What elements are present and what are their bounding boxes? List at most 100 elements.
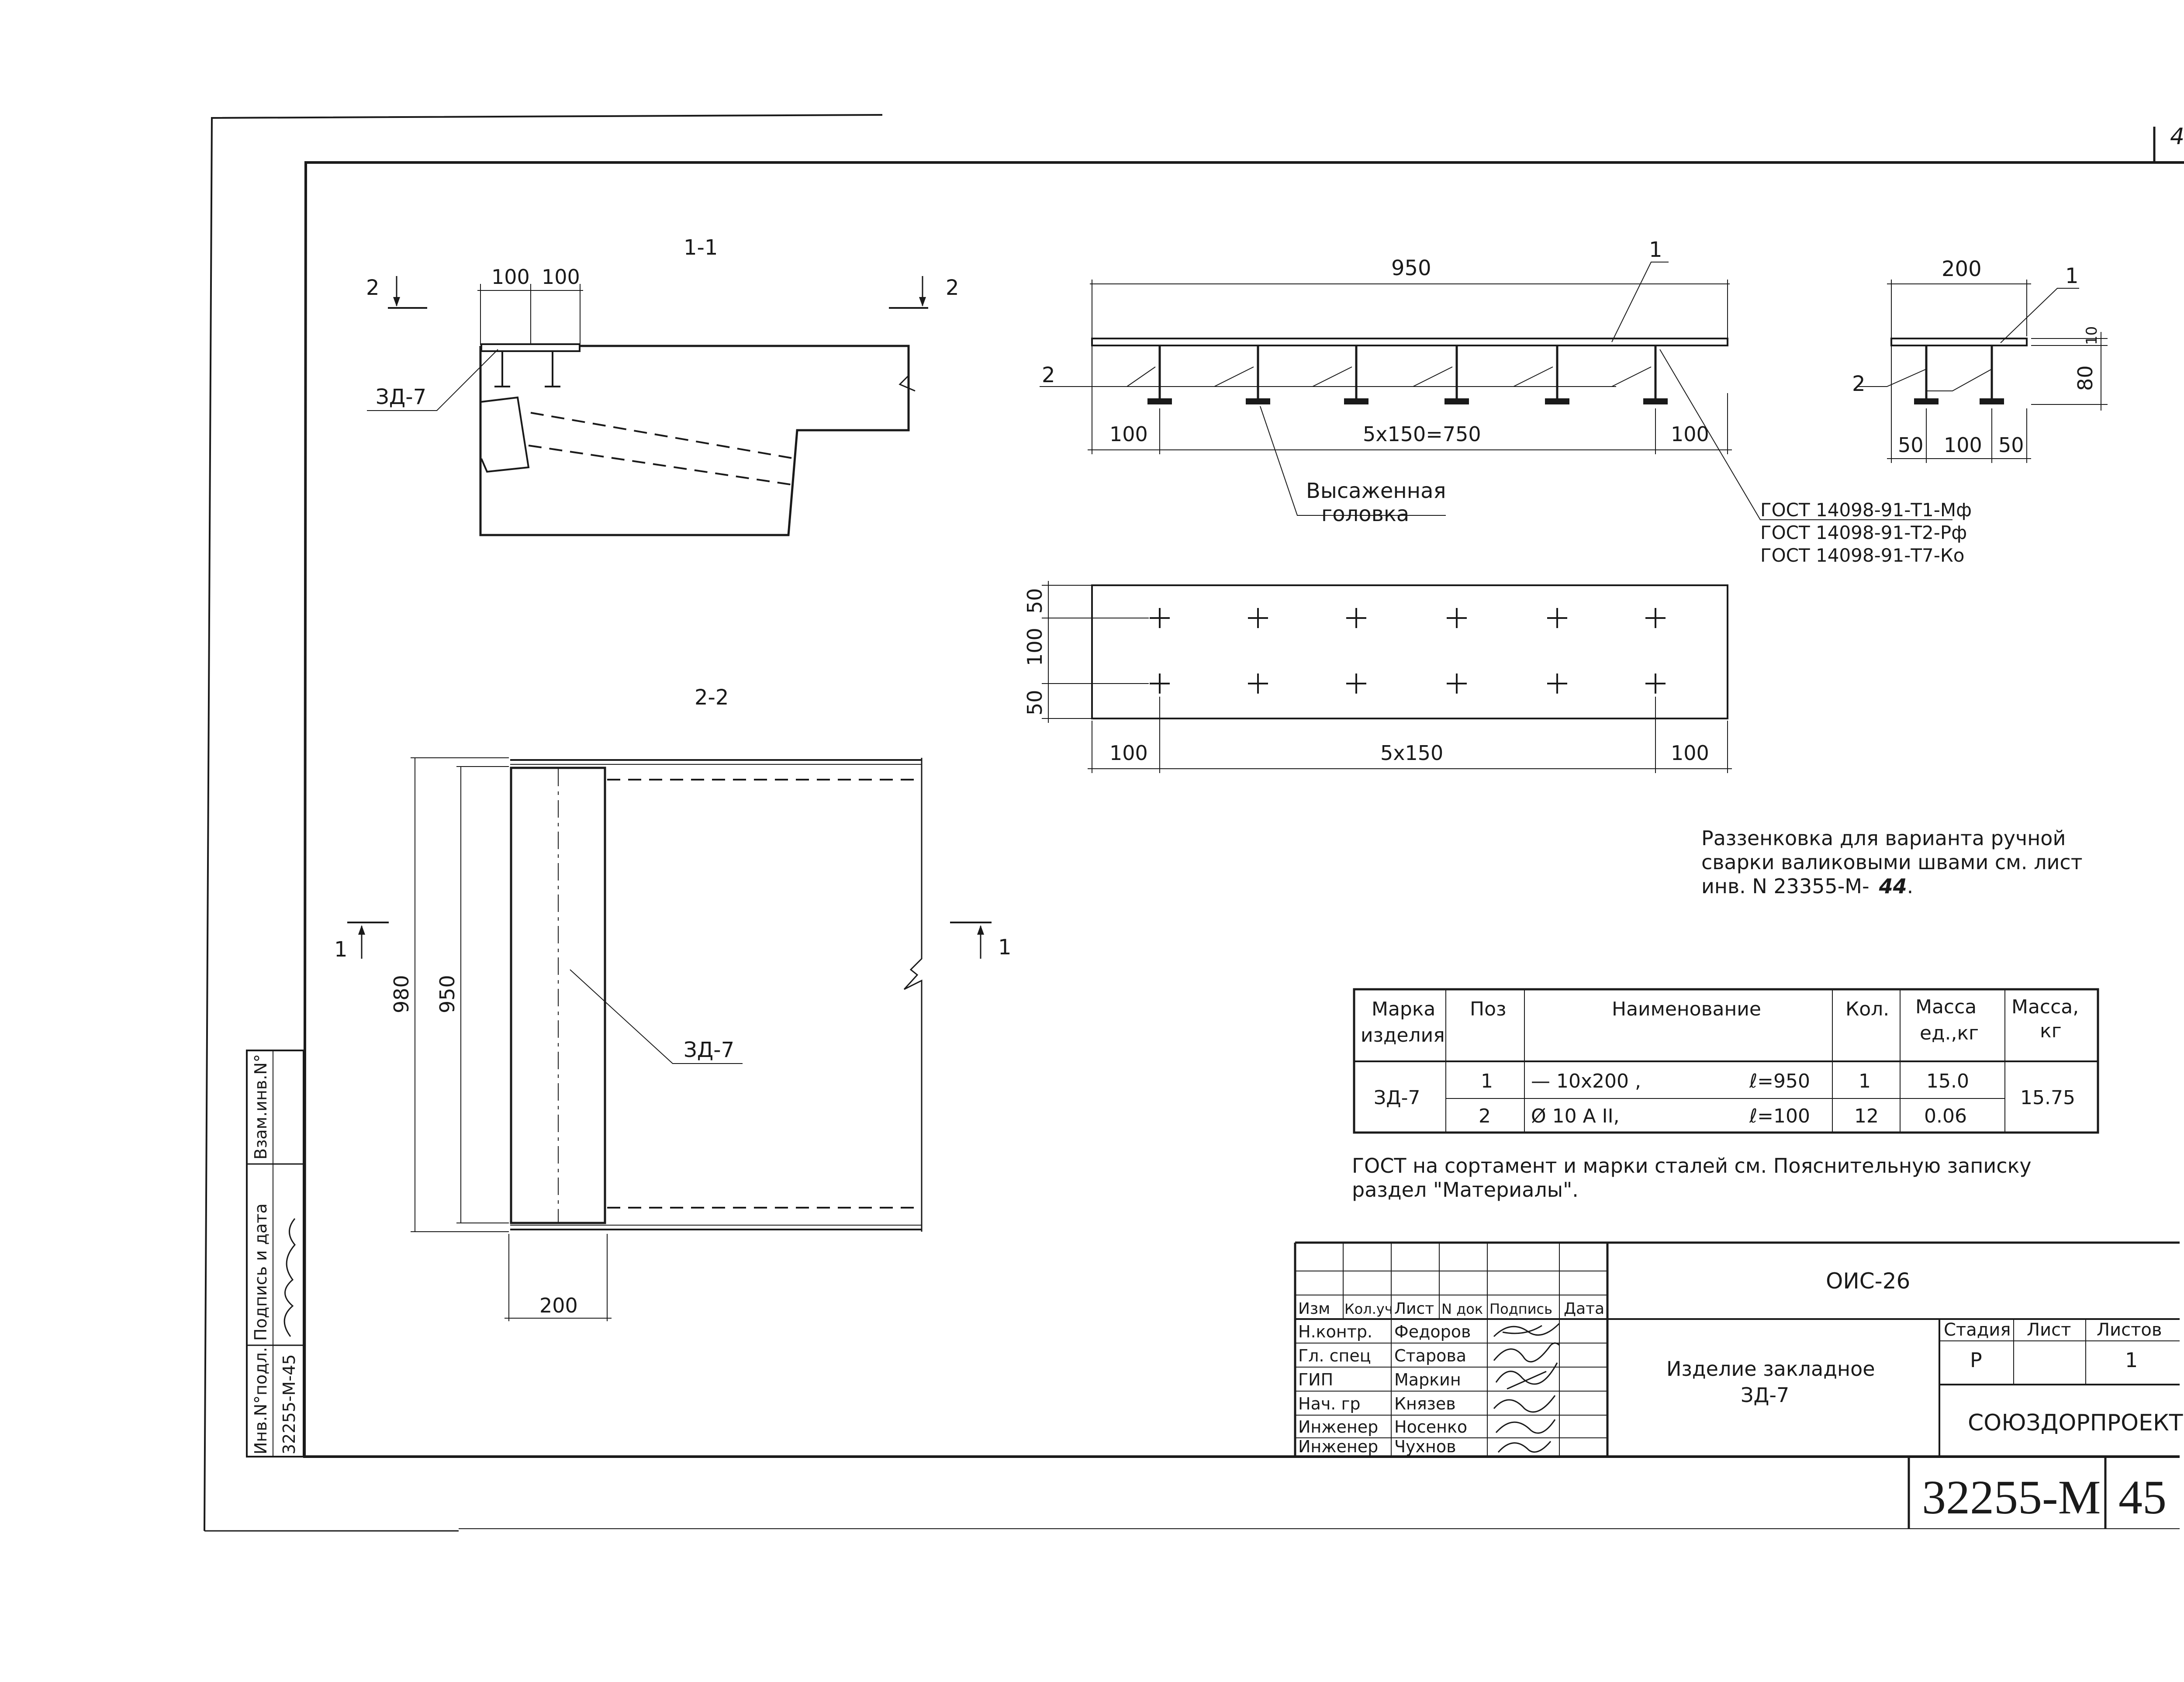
- gost-line-2: ГОСТ 14098-91-Т2-Рф: [1760, 522, 1967, 543]
- dim-100-a: 100: [491, 265, 530, 289]
- th-mass-2: кг: [2040, 1020, 2062, 1042]
- dim-200-side: 200: [1942, 257, 1982, 281]
- th-pos: Поз: [1470, 998, 1506, 1020]
- upset-head: [1444, 398, 1469, 404]
- stamp-inv-original-value: 32255-М-45: [280, 1354, 299, 1454]
- dim-50-plan-bottom: 50: [1023, 690, 1047, 715]
- cell-total-mass: 15.75: [2020, 1087, 2075, 1109]
- stamp-inv-original: Инв.N°подл.: [251, 1347, 270, 1454]
- plate-side: [1890, 338, 2028, 346]
- cell-pos: 1: [1481, 1070, 1493, 1092]
- list-item: Инженер Носенко: [1298, 1417, 1467, 1437]
- table-row: 2 Ø 10 А II, ℓ=100 12 0.06: [1479, 1105, 1967, 1127]
- person-role: ГИП: [1298, 1370, 1333, 1389]
- stage-header: Стадия: [1944, 1320, 2011, 1340]
- person-name: Носенко: [1394, 1417, 1467, 1437]
- upset-head: [1643, 398, 1668, 404]
- dim-50-side-left: 50: [1898, 433, 1924, 457]
- table-row: 1 — 10х200 , ℓ=950 1 15.0: [1481, 1070, 1969, 1092]
- rev-col-sheet: Лист: [1394, 1300, 1434, 1318]
- list-item: Н.контр. Федоров: [1298, 1322, 1471, 1341]
- upset-head: [1246, 398, 1270, 404]
- cell-length: ℓ=100: [1749, 1105, 1810, 1127]
- stage-value: Р: [1970, 1348, 1982, 1372]
- stamp-swap-inv: Взам.инв.N°: [251, 1054, 270, 1160]
- dim-10: 10: [2083, 326, 2101, 345]
- cut-1-right-label: 1: [998, 935, 1012, 960]
- rev-col-count: Кол.уч: [1344, 1301, 1393, 1317]
- upset-head: [1147, 398, 1172, 404]
- dim-100-front-left: 100: [1109, 422, 1148, 446]
- title-block: Изм Кол.уч Лист N док Подпись Дата Н.кон…: [1294, 1241, 2183, 1529]
- list-item: Инженер Чухнов: [1298, 1437, 1456, 1456]
- person-name: Чухнов: [1394, 1437, 1456, 1456]
- th-mass-1: Масса,: [2011, 996, 2079, 1018]
- list-item: Нач. гр Князев: [1298, 1394, 1456, 1413]
- th-mark-2: изделия: [1361, 1024, 1445, 1047]
- organization: СОЮЗДОРПРОЕКТ: [1968, 1410, 2183, 1436]
- zd7-label-2-2: ЗД-7: [684, 1038, 734, 1062]
- item-title-line-1: Изделие закладное: [1666, 1357, 1875, 1381]
- project-code: ОИС-26: [1826, 1268, 1910, 1294]
- cell-mark: ЗД-7: [1374, 1087, 1420, 1109]
- side-stamp: Инв.N°подл. 32255-М-45 Подпись и дата Вз…: [246, 1050, 304, 1458]
- plate-front: [1091, 338, 1728, 346]
- countersink-note: Раззенковка для варианта ручной сварки в…: [1701, 826, 2083, 898]
- side-view: 200 1 2 10 80 50 100 50: [1852, 257, 2108, 463]
- cut-1-left-label: 1: [334, 937, 348, 962]
- front-view: 950 2 1 100 5x1: [1040, 238, 1972, 566]
- dim-100-plan-left: 100: [1109, 741, 1148, 765]
- section-2-2-title: 2-2: [695, 685, 729, 710]
- anchor-bars: [1147, 345, 1668, 404]
- dim-80: 80: [2073, 365, 2097, 391]
- th-unit-mass-1: Масса: [1915, 996, 1977, 1018]
- leader-1-front: 1: [1649, 238, 1662, 262]
- leader-2-side: 2: [1852, 372, 1866, 396]
- cell-qty: 1: [1859, 1070, 1871, 1092]
- dim-5x150-750: 5x150=750: [1363, 422, 1481, 446]
- note-countersink-line-1: Раззенковка для варианта ручной: [1701, 826, 2066, 850]
- anchor-positions: [1150, 608, 1666, 694]
- person-name: Князев: [1394, 1394, 1456, 1413]
- leader-2-front: 2: [1042, 363, 1055, 387]
- cell-name: Ø 10 А II,: [1531, 1105, 1620, 1127]
- sheet-frame: 45: [204, 114, 2184, 1532]
- rev-col-change: Изм: [1298, 1300, 1330, 1318]
- sheet-header: Лист: [2027, 1320, 2071, 1340]
- section-2-2: 2-2 1 1 980 950 200 ЗД-7: [334, 685, 1012, 1321]
- person-role: Нач. гр: [1298, 1394, 1361, 1413]
- stamp-sign-date: Подпись и дата: [251, 1203, 270, 1341]
- item-title-line-2: ЗД-7: [1741, 1383, 1789, 1407]
- person-name: Федоров: [1394, 1322, 1471, 1341]
- person-role: Инженер: [1298, 1437, 1378, 1456]
- upset-head: [1545, 398, 1569, 404]
- cut-arrow: [393, 297, 400, 307]
- note-gost-line-2: раздел "Материалы".: [1352, 1178, 1579, 1202]
- embedded-plate: [480, 343, 581, 352]
- sheets-header: Листов: [2097, 1320, 2162, 1340]
- leader-1-side: 1: [2065, 264, 2079, 288]
- dim-100-b: 100: [542, 265, 580, 289]
- cell-pos: 2: [1479, 1105, 1491, 1127]
- th-qty: Кол.: [1845, 998, 1889, 1020]
- cell-name: — 10х200 ,: [1531, 1070, 1641, 1092]
- gost-note: ГОСТ на сортамент и марки сталей см. Поя…: [1352, 1154, 2032, 1202]
- signatures: [1493, 1323, 1560, 1453]
- zd7-label-1-1: ЗД-7: [376, 385, 426, 409]
- rev-col-date: Дата: [1564, 1300, 1604, 1318]
- upset-head-note-1: Высаженная: [1306, 479, 1446, 503]
- gost-line-3: ГОСТ 14098-91-Т7-Ко: [1760, 545, 1964, 566]
- rev-col-signature: Подпись: [1489, 1301, 1552, 1317]
- dim-100-front-right: 100: [1671, 422, 1709, 446]
- dim-950-vertical: 950: [435, 975, 459, 1013]
- person-name: Маркин: [1394, 1370, 1461, 1389]
- cut-arrow: [919, 297, 926, 307]
- cut-arrow: [977, 925, 984, 935]
- dim-950-total: 950: [1391, 256, 1431, 280]
- cell-length: ℓ=950: [1749, 1070, 1810, 1092]
- dim-100-side: 100: [1944, 433, 1982, 457]
- person-name: Старова: [1394, 1346, 1466, 1365]
- upset-head-note-2: головка: [1321, 502, 1409, 526]
- list-item: ГИП Маркин: [1298, 1370, 1461, 1389]
